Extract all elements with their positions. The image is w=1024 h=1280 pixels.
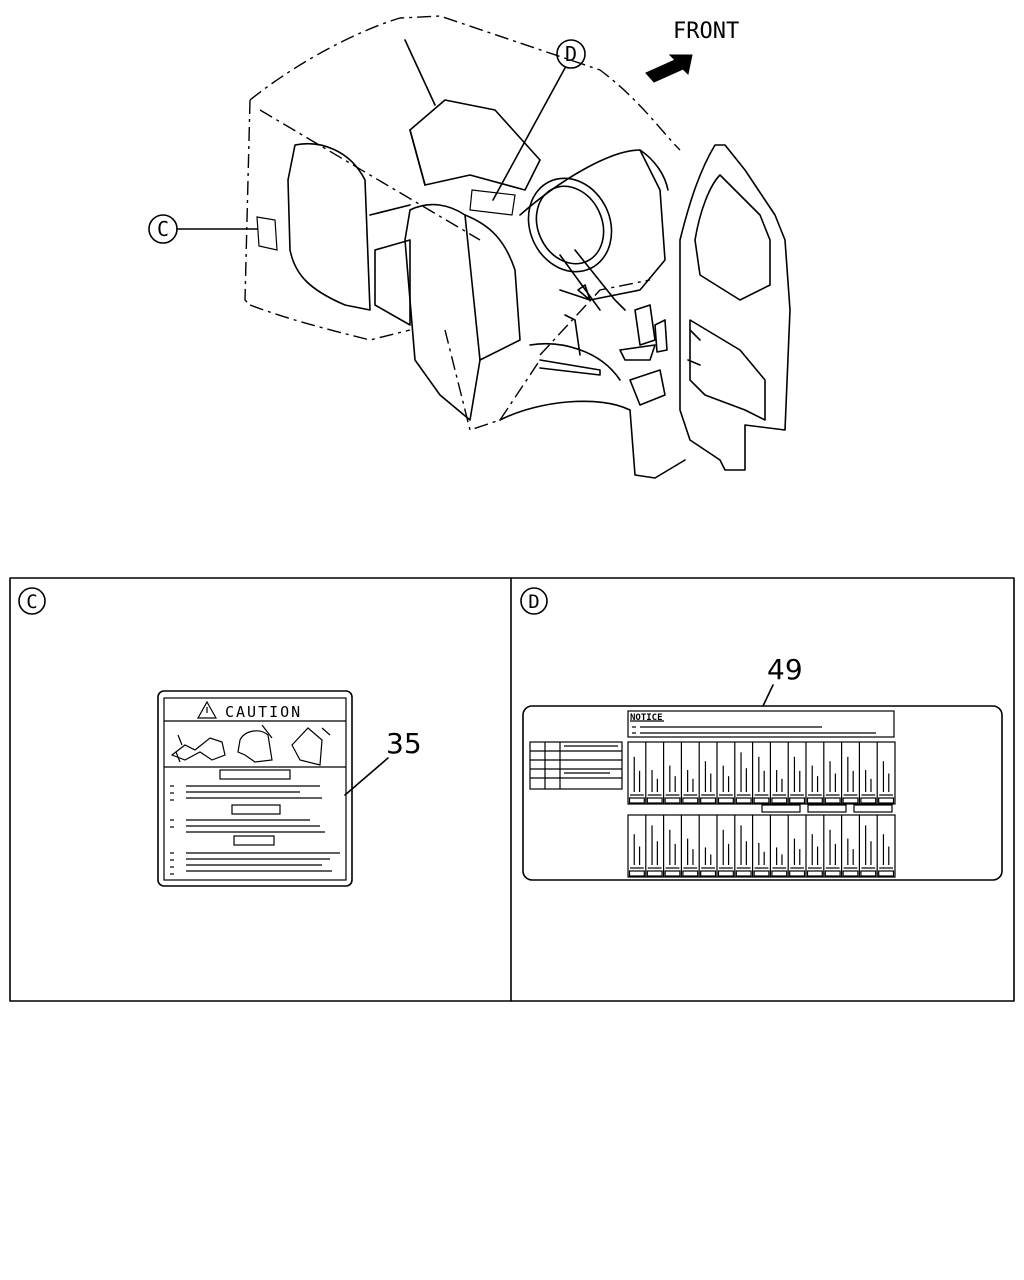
front-label: FRONT bbox=[673, 19, 739, 44]
notice-heading: NOTICE bbox=[630, 713, 663, 723]
panel-d-letter: D bbox=[528, 591, 539, 613]
callout-c-letter: C bbox=[157, 217, 169, 241]
caution-label: CAUTION bbox=[157, 690, 353, 887]
notice-label: NOTICE bbox=[522, 705, 1003, 881]
panel-c: C 35 CAUTION bbox=[18, 587, 422, 887]
part-number-49: 49 bbox=[767, 653, 803, 686]
panel-c-letter: C bbox=[26, 591, 37, 613]
front-direction-indicator: FRONT bbox=[645, 19, 739, 83]
warning-triangle-icon bbox=[196, 700, 218, 719]
callout-d-letter: D bbox=[565, 42, 577, 66]
seat-adjust-pictogram-icon bbox=[170, 734, 226, 763]
panel-d: D 49 NOTICE bbox=[520, 587, 1003, 881]
detail-panels-frame bbox=[9, 577, 1015, 1002]
callout-d-overview: D bbox=[492, 39, 586, 201]
seat-tilt-pictogram-icon bbox=[291, 727, 331, 766]
notice-grid bbox=[627, 741, 896, 878]
front-arrow-icon bbox=[645, 54, 693, 83]
caution-heading: CAUTION bbox=[225, 703, 302, 721]
seat-fold-pictogram-icon bbox=[237, 724, 273, 763]
callout-c-overview: C bbox=[148, 214, 258, 244]
part-number-35: 35 bbox=[386, 727, 422, 760]
cab-interior-illustration bbox=[244, 15, 791, 479]
